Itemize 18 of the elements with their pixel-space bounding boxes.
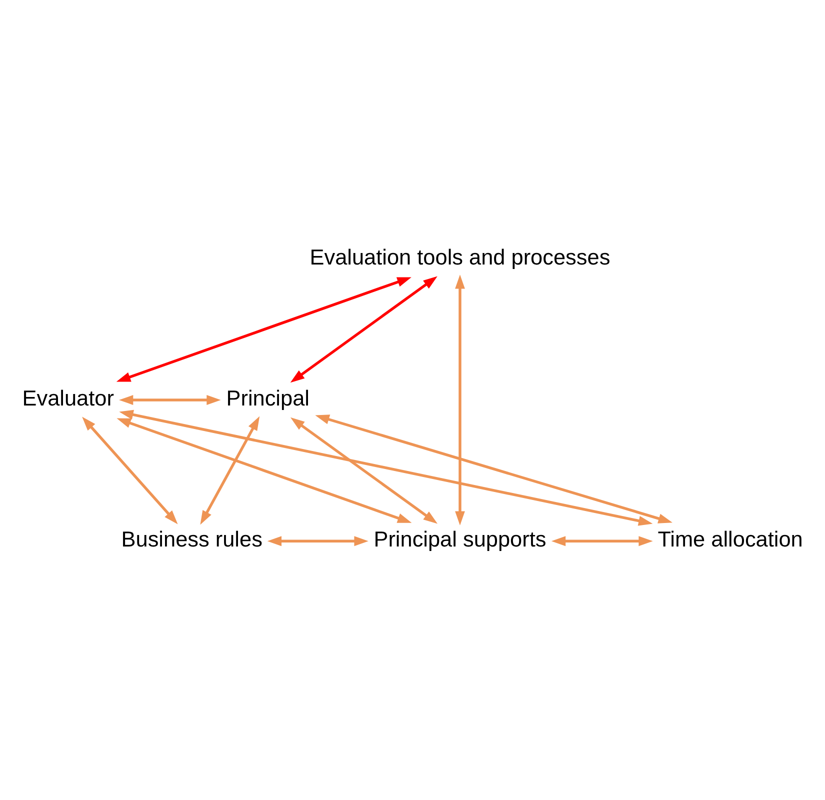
arrow [290,417,438,524]
arrow [116,277,412,382]
node-text: Principal supports [374,526,546,552]
arrow [119,395,221,405]
arrow [200,416,260,525]
node-text: Evaluation tools and processes [310,244,610,270]
arrow [551,536,653,546]
arrow [315,414,672,524]
arrow [455,274,465,526]
node-text: Evaluator [22,385,114,410]
arrow [82,416,178,524]
arrow [290,276,438,383]
arrow [267,536,368,546]
node-text: Business rules [121,526,262,552]
arrow [119,410,653,526]
node-text: Principal [226,385,310,410]
node-text: Time allocation [658,526,803,552]
arrow [116,418,412,523]
